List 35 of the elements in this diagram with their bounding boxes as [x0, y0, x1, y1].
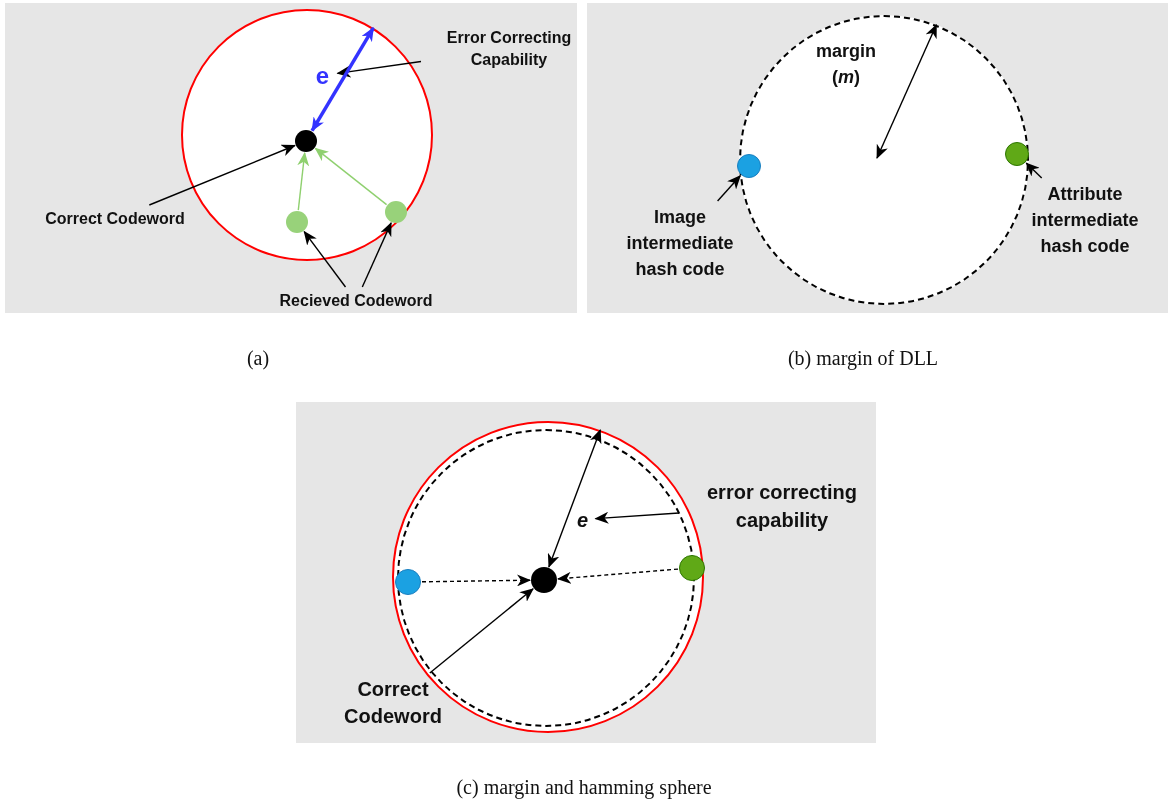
- callout-text: Correct Codeword: [333, 676, 453, 730]
- callout-text: error correcting capability: [682, 478, 882, 534]
- arrow: [314, 147, 388, 206]
- callout-text: Error Correcting Capability: [424, 27, 594, 71]
- callout-text: Correct Codeword: [20, 208, 210, 230]
- variable-label: e: [572, 507, 593, 532]
- callout-text: Image intermediate hash code: [610, 204, 750, 282]
- leader-line: [594, 511, 680, 524]
- arrow: [557, 568, 679, 584]
- leader-line: [429, 588, 534, 674]
- leader-line: [148, 144, 296, 206]
- dot: [530, 566, 557, 593]
- radius-arrow: [876, 23, 938, 159]
- radius-arrow: [547, 429, 602, 568]
- dot: [394, 568, 421, 595]
- callout-text: Recieved Codeword: [256, 290, 456, 312]
- dot: [294, 129, 317, 152]
- leader-line: [716, 174, 741, 202]
- dot: [285, 210, 308, 233]
- dot: [1004, 141, 1029, 166]
- dot: [384, 200, 407, 223]
- leader-line: [361, 222, 392, 288]
- callout-text: Attribute intermediate hash code: [1015, 181, 1155, 259]
- radius-arrow: [310, 27, 375, 132]
- variable-label: e: [310, 61, 335, 90]
- figure-caption: (a): [245, 347, 271, 370]
- leader-line: [303, 230, 347, 288]
- arrow: [297, 151, 310, 211]
- dot: [678, 554, 705, 581]
- leader-line: [336, 60, 422, 78]
- figure-caption: (b) margin of DLL: [786, 347, 940, 370]
- figure-caption: (c) margin and hamming sphere: [455, 776, 713, 799]
- arrow: [421, 574, 531, 587]
- leader-line: [1025, 162, 1043, 179]
- dimension-label: margin (m): [815, 40, 877, 89]
